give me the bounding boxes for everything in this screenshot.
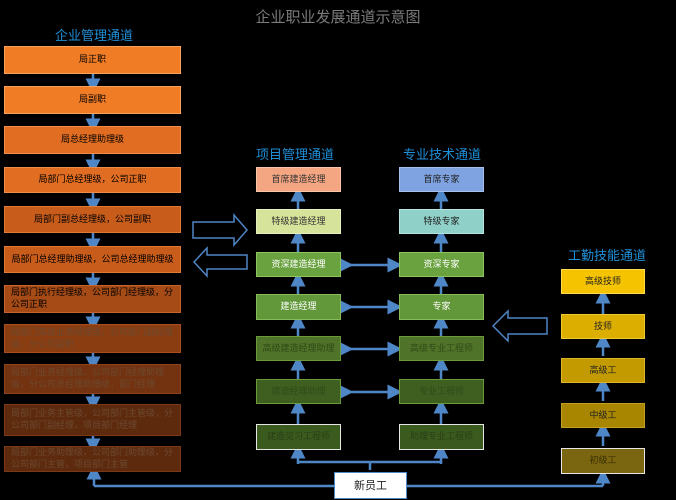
- technical-level-4: 专家: [399, 294, 484, 320]
- project-level-4: 建造经理: [256, 294, 341, 320]
- newcomer-branch: [296, 460, 443, 464]
- enterprise-level-4: 局部门总经理级，公司正职: [4, 167, 181, 193]
- enterprise-level-10: 局部门业务主管级，公司部门主管级，分公司部门副经理，项目部门经理: [4, 404, 181, 436]
- block-arrow-right: [192, 212, 248, 248]
- enterprise-level-2: 局副职: [4, 86, 181, 114]
- header-project: 项目管理通道: [256, 148, 335, 163]
- diagram-title: 企业职业发展通道示意图: [255, 8, 421, 26]
- block-arrow-skill: [491, 309, 548, 343]
- technical-level-7: 助理专业工程师: [399, 424, 484, 450]
- technical-level-6: 专业工程师: [399, 379, 484, 404]
- block-arrow-left: [192, 246, 248, 278]
- project-level-7: 建造见习工程师: [256, 424, 341, 450]
- header-technical: 专业技术通道: [403, 148, 482, 163]
- enterprise-level-7: 局部门执行经理级，公司部门经理级，分公司正职: [4, 285, 181, 313]
- skill-level-1: 高级技师: [561, 269, 645, 294]
- enterprise-level-3: 局总经理助理级: [4, 126, 181, 154]
- technical-level-1: 首席专家: [399, 167, 484, 192]
- enterprise-level-6: 局部门总经理助理级，公司总经理助理级: [4, 246, 181, 273]
- header-enterprise: 企业管理通道: [55, 29, 134, 44]
- technical-level-2: 特级专家: [399, 209, 484, 234]
- header-skill: 工勤技能通道: [568, 249, 647, 264]
- newcomer-box: 新员工: [334, 472, 407, 499]
- technical-level-5: 高级专业工程师: [399, 336, 484, 361]
- project-level-3: 资深建造经理: [256, 252, 341, 277]
- technical-level-3: 资深专家: [399, 252, 484, 277]
- enterprise-level-11: 局部门业务助理级，公司部门助理级，分公司部门主管，项目部门主管: [4, 446, 181, 472]
- skill-level-5: 初级工: [561, 448, 645, 474]
- enterprise-level-8: 局部门高级业务经理级，公司部门副经理级，分公司副职: [4, 324, 181, 353]
- project-level-6: 建造经理助理: [256, 379, 341, 404]
- enterprise-level-1: 局正职: [4, 46, 181, 74]
- skill-level-3: 高级工: [561, 358, 645, 383]
- enterprise-level-9: 局部门业务经理级，公司部门经理助理级，分公司总经理助理级，部门经理: [4, 364, 181, 394]
- project-level-5: 高级建造经理助理: [256, 336, 341, 361]
- skill-level-4: 中级工: [561, 403, 645, 428]
- project-level-1: 首席建造经理: [256, 167, 341, 192]
- enterprise-level-5: 局部门副总经理级，公司副职: [4, 206, 181, 233]
- skill-level-2: 技师: [561, 314, 645, 339]
- project-level-2: 特级建造经理: [256, 209, 341, 234]
